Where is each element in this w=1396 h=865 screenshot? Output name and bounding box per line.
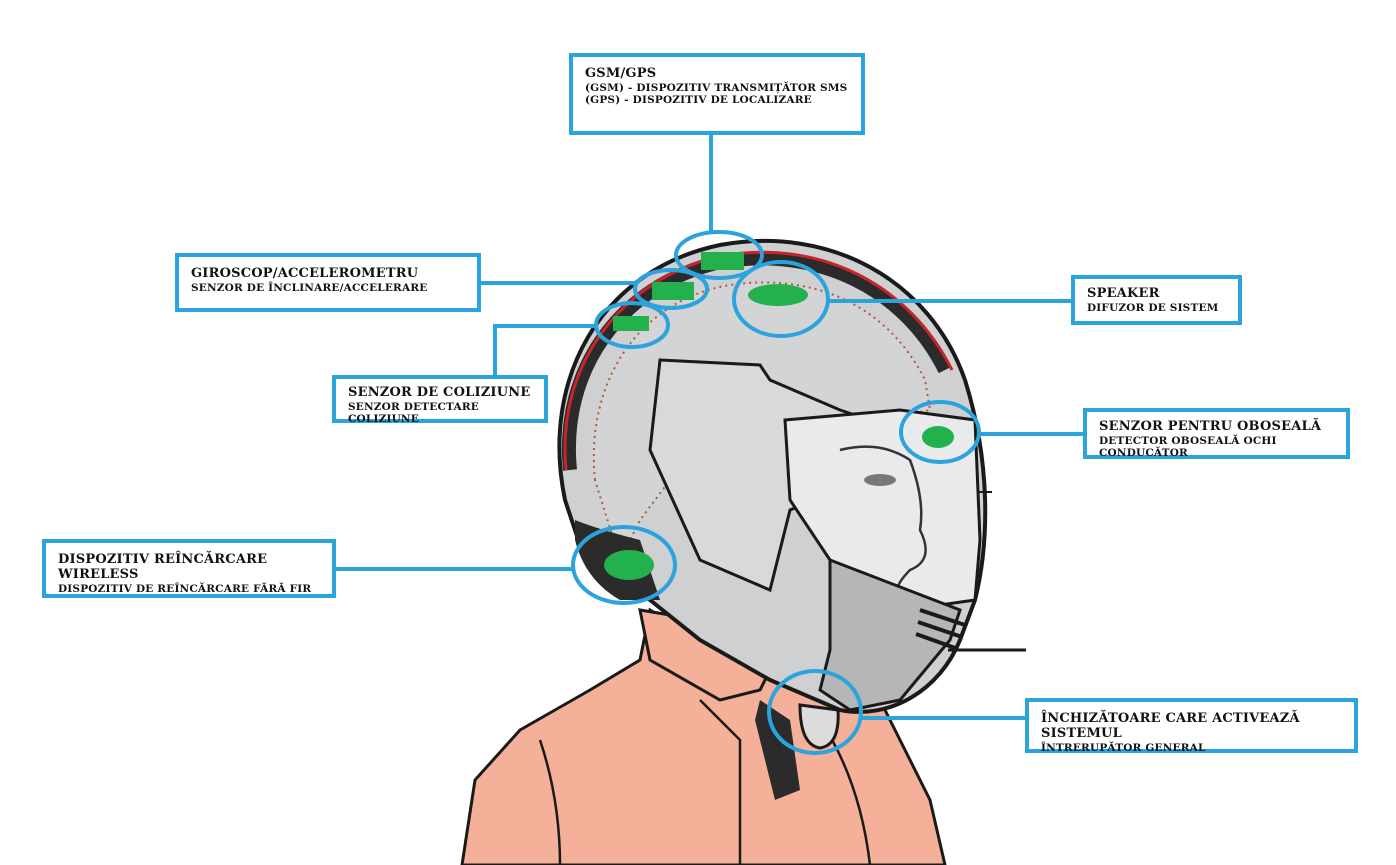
wireless-charger-title: DISPOZITIV REÎNCĂRCARE WIRELESS [58, 552, 268, 582]
gsm-highlight [674, 230, 764, 280]
gsm-sensor [701, 252, 744, 270]
wireless-charger-sub: DISPOZITIV DE REÎNCĂRCARE FĂRĂ FIR [58, 582, 312, 595]
callout-connectors [334, 134, 1085, 720]
closure-highlight [767, 669, 863, 755]
fatigue-sensor-label: SENZOR PENTRU OBOSEALĂ DETECTOR OBOSEALĂ… [1083, 408, 1350, 459]
jacket-strap [755, 700, 800, 800]
gsm-gps-title: GSM/GPS [585, 66, 657, 81]
gsm-gps-label: GSM/GPS (GSM) - DISPOZITIV TRANSMIȚĂTOR … [569, 53, 865, 135]
helmet-vent [915, 608, 966, 651]
chin-strap-buckle [798, 703, 840, 750]
helmet-visor [783, 408, 982, 607]
helmet-inner-liner [592, 281, 932, 563]
fatigue-sensor-sub: DETECTOR OBOSEALĂ OCHI CONDUCĂTOR [1099, 434, 1277, 459]
wireless-charger-label: DISPOZITIV REÎNCĂRCARE WIRELESS DISPOZIT… [42, 539, 336, 598]
fatigue-sensor [922, 426, 954, 448]
wireless-highlight [571, 525, 677, 605]
speaker-label: SPEAKER DIFUZOR DE SISTEM [1071, 275, 1242, 325]
helmet-chin-bar [818, 557, 962, 712]
collision-connector [493, 324, 596, 378]
speaker-sensor [748, 284, 808, 306]
gyroscope-sub: SENZOR DE ÎNCLINARE/ACCELERARE [191, 281, 428, 294]
closure-switch-sub: ÎNTRERUPĂTOR GENERAL [1041, 741, 1206, 754]
closure-switch-label: ÎNCHIZĂTOARE CARE ACTIVEAZĂ SISTEMUL ÎNT… [1025, 698, 1358, 754]
gsm-gps-line2: (GPS) - DISPOZITIV DE LOCALIZARE [585, 94, 812, 106]
wireless-sensor [604, 550, 654, 580]
collision-sensor-title: SENZOR DE COLIZIUNE [348, 385, 531, 400]
collision-sensor [613, 316, 649, 331]
speaker-sub: DIFUZOR DE SISTEM [1087, 301, 1219, 314]
gyro-sensor [652, 282, 694, 300]
gyro-highlight [633, 268, 709, 310]
gyroscope-title: GIROSCOP/ACCELEROMETRU [191, 266, 419, 281]
gsm-gps-line1: (GSM) - DISPOZITIV TRANSMIȚĂTOR SMS [585, 81, 848, 94]
collision-sensor-label: SENZOR DE COLIZIUNE SENZOR DETECTARE COL… [332, 375, 548, 425]
rider-face [839, 445, 927, 601]
speaker-title: SPEAKER [1087, 286, 1160, 301]
closure-switch-title: ÎNCHIZĂTOARE CARE ACTIVEAZĂ SISTEMUL [1041, 711, 1300, 741]
collision-sensor-sub: SENZOR DETECTARE COLIZIUNE [348, 400, 479, 425]
gyroscope-label: GIROSCOP/ACCELEROMETRU SENZOR DE ÎNCLINA… [175, 253, 481, 312]
fatigue-sensor-title: SENZOR PENTRU OBOSEALĂ [1099, 419, 1322, 434]
rider-eye [864, 474, 896, 486]
